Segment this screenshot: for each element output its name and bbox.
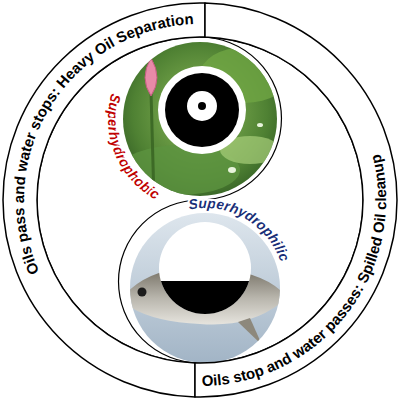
oil-layer bbox=[155, 281, 255, 321]
inner-circle bbox=[37, 37, 363, 363]
water-bead bbox=[257, 123, 263, 127]
droplet-frame bbox=[158, 66, 246, 154]
fish-fin bbox=[238, 318, 262, 345]
fish-photo bbox=[120, 210, 300, 370]
yin-label-text: Superhydrophobic bbox=[105, 92, 163, 202]
band-shape bbox=[195, 3, 397, 397]
yang-label-words: Superhydrophilic bbox=[187, 195, 293, 264]
droplet-frame bbox=[155, 220, 255, 320]
droplet-highlight bbox=[187, 91, 217, 121]
oil-droplet bbox=[155, 220, 255, 321]
right-band-text: Oils stop and water passes: Spilled Oil … bbox=[201, 153, 389, 389]
water-droplet bbox=[165, 73, 239, 147]
yang-label-text: Superhydrophilic bbox=[187, 195, 293, 264]
lotus-stem bbox=[151, 92, 154, 200]
left-band-words: Oils pass and water stops: Heavy Oil Sep… bbox=[10, 10, 194, 277]
lotus-bud bbox=[145, 58, 157, 96]
yin-label-words: Superhydrophobic bbox=[105, 92, 163, 202]
band-shape bbox=[3, 3, 205, 397]
leaf-ground bbox=[120, 40, 280, 200]
water-bead bbox=[228, 167, 236, 173]
right-band-words: Oils stop and water passes: Spilled Oil … bbox=[201, 153, 389, 389]
droplet-core bbox=[198, 102, 206, 110]
lotus-photo bbox=[120, 40, 290, 200]
left-band-text: Oils pass and water stops: Heavy Oil Sep… bbox=[10, 10, 194, 277]
fish-eye bbox=[138, 288, 147, 297]
